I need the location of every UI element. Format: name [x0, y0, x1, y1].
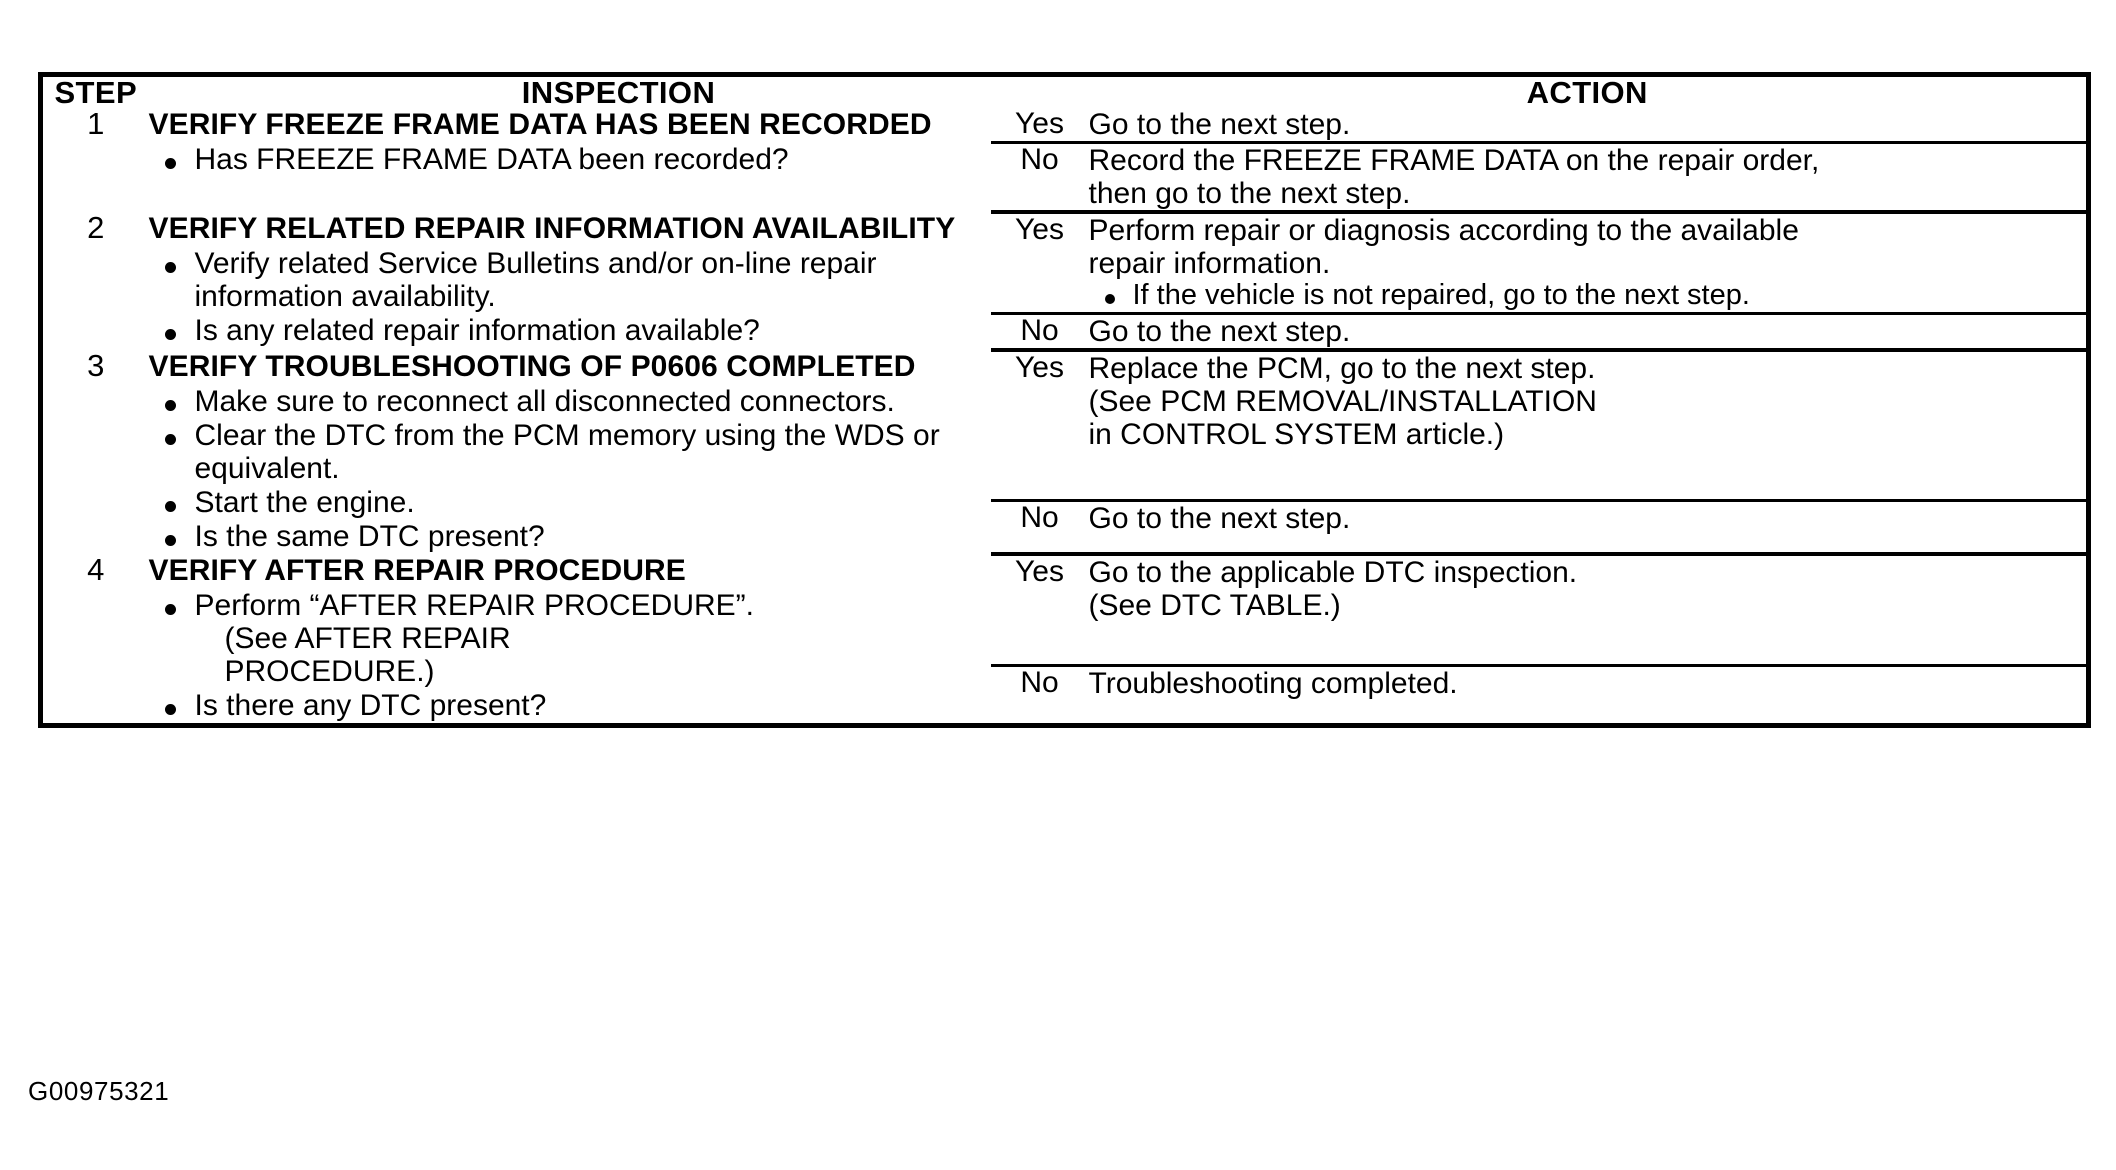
inspection-cell: VERIFY TROUBLESHOOTING OF P0606 COMPLETE…	[149, 350, 991, 554]
inspection-bullet-list: Has FREEZE FRAME DATA been recorded?	[149, 143, 991, 176]
table-row: 4 VERIFY AFTER REPAIR PROCEDURE Perform …	[41, 553, 2089, 722]
action-line: Go to the next step.	[1088, 108, 1351, 141]
action-text: Go to the applicable DTC inspection. (Se…	[1089, 556, 2087, 622]
table-row: No Go to the next step.	[41, 311, 2089, 352]
action-line: Perform repair or diagnosis according to…	[1088, 214, 1799, 247]
inspection-cell: VERIFY FREEZE FRAME DATA HAS BEEN RECORD…	[149, 108, 991, 212]
branch-label-no: No	[990, 141, 1089, 214]
inspection-title: VERIFY FREEZE FRAME DATA HAS BEEN RECORD…	[148, 108, 932, 141]
action-text: Perform repair or diagnosis according to…	[1089, 214, 2087, 280]
action-bullet-list: If the vehicle is not repaired, go to th…	[1089, 279, 2087, 312]
step-number: 2	[87, 210, 105, 245]
table-row: 2 VERIFY RELATED REPAIR INFORMATION AVAI…	[41, 211, 2089, 347]
table-row: No Troubleshooting completed.	[41, 664, 2089, 728]
list-item: Make sure to reconnect all disconnected …	[149, 385, 991, 418]
column-header-inspection: INSPECTION	[521, 75, 716, 110]
action-cell: Go to the applicable DTC inspection. (Se…	[1089, 554, 2089, 666]
step-number: 1	[87, 106, 105, 141]
action-line: Go to the applicable DTC inspection.	[1088, 555, 1578, 589]
inspection-cell: VERIFY AFTER REPAIR PROCEDURE Perform “A…	[149, 554, 991, 726]
table-body: 1 VERIFY FREEZE FRAME DATA HAS BEEN RECO…	[41, 107, 2089, 728]
action-cell: Record the FREEZE FRAME DATA on the repa…	[1088, 141, 2089, 214]
branch-label-no: No	[990, 311, 1089, 352]
action-cell: Go to the next step.	[1088, 311, 2089, 352]
branch-label-yes: Yes	[1015, 213, 1064, 246]
action-cell: Troubleshooting completed.	[1088, 664, 2089, 728]
table-row: No Record the FREEZE FRAME DATA on the r…	[41, 141, 2089, 214]
action-text: Go to the next step.	[1089, 108, 2087, 141]
action-line: Replace the PCM, go to the next step.	[1088, 351, 1596, 385]
action-cell: Replace the PCM, go to the next step. (S…	[1089, 350, 2089, 500]
list-item-label: Perform “AFTER REPAIR PROCEDURE”.	[194, 588, 755, 622]
column-header-action: ACTION	[1526, 75, 1648, 110]
inspection-title: VERIFY AFTER REPAIR PROCEDURE	[148, 553, 686, 587]
action-text: Go to the next step.	[1089, 502, 2087, 535]
branch-label-yes: Yes	[1015, 350, 1064, 384]
action-cell: Go to the next step.	[1089, 108, 2089, 143]
action-cell: Go to the next step.	[1088, 498, 2089, 556]
list-item: Is there any DTC present?	[149, 689, 991, 722]
troubleshooting-table: STEP INSPECTION ACTION 1 VERIFY FREEZE F…	[38, 72, 2091, 728]
figure-id-caption: G00975321	[28, 1076, 170, 1106]
step-number: 4	[87, 551, 105, 587]
table-row: 1 VERIFY FREEZE FRAME DATA HAS BEEN RECO…	[41, 107, 2089, 176]
branch-label-yes: Yes	[1015, 554, 1064, 588]
table-header: STEP INSPECTION ACTION	[41, 75, 2089, 109]
action-text: Record the FREEZE FRAME DATA on the repa…	[1089, 144, 2087, 210]
column-header-step: STEP	[54, 75, 138, 110]
header-row: STEP INSPECTION ACTION	[41, 75, 2089, 109]
action-line: (See PCM REMOVAL/INSTALLATION	[1088, 384, 1597, 418]
action-line: then go to the next step.	[1088, 177, 1411, 210]
action-line: Go to the next step.	[1088, 501, 1351, 535]
branch-label-no: No	[990, 664, 1089, 728]
list-item: Verify related Service Bulletins and/or …	[149, 247, 991, 313]
list-item: Has FREEZE FRAME DATA been recorded?	[149, 143, 991, 176]
list-item: Start the engine.	[149, 486, 991, 519]
action-line: Go to the next step.	[1088, 314, 1351, 348]
list-item-subline: PROCEDURE.)	[224, 654, 435, 688]
action-text: Replace the PCM, go to the next step. (S…	[1089, 352, 2087, 451]
list-item: If the vehicle is not repaired, go to th…	[1089, 279, 2087, 312]
action-line: (See DTC TABLE.)	[1088, 588, 1341, 622]
action-line: Troubleshooting completed.	[1088, 667, 1458, 701]
list-item: Is the same DTC present?	[149, 520, 991, 553]
branch-label-yes: Yes	[1015, 107, 1064, 140]
action-line: Record the FREEZE FRAME DATA on the repa…	[1088, 144, 1820, 177]
step-number: 3	[87, 347, 105, 383]
inspection-bullet-list: Verify related Service Bulletins and/or …	[149, 247, 991, 347]
action-cell: Perform repair or diagnosis according to…	[1089, 212, 2089, 313]
action-line: in CONTROL SYSTEM article.)	[1088, 417, 1505, 451]
inspection-bullet-list: Make sure to reconnect all disconnected …	[149, 385, 991, 553]
inspection-bullet-list: Perform “AFTER REPAIR PROCEDURE”. (See A…	[149, 589, 991, 722]
action-text: Go to the next step.	[1089, 315, 2087, 348]
list-item: Is any related repair information availa…	[149, 314, 991, 347]
inspection-title: VERIFY TROUBLESHOOTING OF P0606 COMPLETE…	[148, 349, 916, 383]
action-text: Troubleshooting completed.	[1089, 667, 2087, 700]
action-line: repair information.	[1088, 247, 1331, 280]
list-item: Perform “AFTER REPAIR PROCEDURE”. (See A…	[149, 589, 991, 688]
troubleshooting-table-wrapper: STEP INSPECTION ACTION 1 VERIFY FREEZE F…	[38, 72, 2091, 728]
list-item: Clear the DTC from the PCM memory using …	[149, 419, 991, 485]
list-item-subline: (See AFTER REPAIR	[224, 621, 511, 655]
branch-label-no: No	[990, 498, 1089, 556]
inspection-cell: VERIFY RELATED REPAIR INFORMATION AVAILA…	[149, 212, 991, 350]
table-row: No Go to the next step.	[41, 498, 2089, 556]
table-row: 3 VERIFY TROUBLESHOOTING OF P0606 COMPLE…	[41, 349, 2089, 553]
inspection-title: VERIFY RELATED REPAIR INFORMATION AVAILA…	[148, 212, 956, 245]
